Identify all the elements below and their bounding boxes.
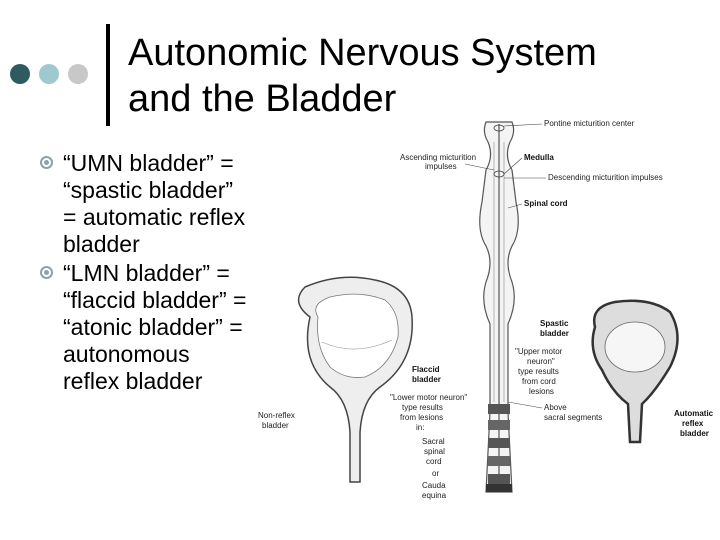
- bullet-text-line: = automatic reflex: [63, 204, 246, 230]
- label-automatic-bladder-3: bladder: [680, 429, 709, 438]
- label-cauda-equina-2: equina: [422, 491, 447, 500]
- bullet-list: “UMN bladder” = “spastic bladder” = auto…: [40, 150, 290, 397]
- label-sacral-cord-2: spinal: [424, 447, 445, 456]
- label-flaccid-bladder-2: bladder: [412, 375, 441, 384]
- label-or: or: [432, 469, 439, 478]
- label-umn-type-5: lesions: [529, 387, 554, 396]
- bullet-text-line: “flaccid bladder” =: [63, 287, 247, 313]
- slide-title-line-2: and the Bladder: [128, 78, 397, 120]
- label-umn-type-2: neuron": [527, 357, 555, 366]
- label-spastic-bladder-2: bladder: [540, 329, 569, 338]
- decorative-dot-dark: [10, 64, 30, 84]
- bullet-ring-icon: [40, 266, 53, 279]
- label-umn-type-3: type results: [518, 367, 559, 376]
- label-automatic-bladder-2: reflex: [682, 419, 704, 428]
- label-nonreflex-bladder: Non-reflex: [258, 411, 295, 420]
- pontine-center-marker: [493, 124, 505, 132]
- label-lmn-type-3: from lesions: [400, 413, 443, 422]
- bullet-ring-icon: [40, 156, 53, 169]
- decorative-dot-grey: [68, 64, 88, 84]
- decorative-dots: [10, 64, 88, 84]
- label-descending-impulses: Descending micturition impulses: [548, 173, 663, 182]
- label-sacral-cord: Sacral: [422, 437, 445, 446]
- sacral-segment-band: [488, 456, 510, 466]
- bullet-text-line: “UMN bladder” =: [63, 150, 234, 176]
- label-umn-type: "Upper motor: [515, 347, 563, 356]
- label-cauda-equina: Cauda: [422, 481, 446, 490]
- label-medulla: Medulla: [524, 153, 554, 162]
- bullet-text-line: “atonic bladder” =: [63, 314, 243, 340]
- sacral-segment-band: [488, 438, 510, 448]
- bullet-text-line: “LMN bladder” =: [63, 260, 230, 286]
- flaccid-bladder-illustration: [297, 276, 413, 483]
- bullet-text-line: “spastic bladder”: [63, 177, 234, 203]
- label-lmn-type-4: in:: [416, 423, 424, 432]
- slide-title: Autonomic Nervous System and the Bladder: [128, 30, 597, 122]
- label-pontine-center: Pontine micturition center: [544, 119, 635, 128]
- label-lmn-type-2: type results: [402, 403, 443, 412]
- automatic-bladder-illustration: [591, 299, 679, 444]
- sacral-segment-band: [488, 404, 510, 414]
- slide-title-line-1: Autonomic Nervous System: [128, 32, 597, 74]
- bladder-innervation-diagram: Pontine micturition center Ascending mic…: [258, 119, 714, 500]
- label-lmn-type: "Lower motor neuron": [390, 393, 467, 402]
- label-automatic-bladder: Automatic: [674, 409, 714, 418]
- bullet-item-umn: “UMN bladder” = “spastic bladder” = auto…: [40, 150, 290, 258]
- bullet-item-lmn: “LMN bladder” = “flaccid bladder” = “ato…: [40, 260, 290, 395]
- sacral-segment-band: [488, 474, 510, 484]
- label-spastic-bladder: Spastic: [540, 319, 569, 328]
- label-nonreflex-bladder-2: bladder: [262, 421, 289, 430]
- decorative-dot-light: [39, 64, 59, 84]
- label-above-sacral: Above: [544, 403, 567, 412]
- bullet-text-line: autonomous: [63, 341, 190, 367]
- label-spinal-cord: Spinal cord: [524, 199, 568, 208]
- label-ascending-impulses-2: impulses: [425, 162, 457, 171]
- title-divider: [106, 24, 110, 126]
- label-ascending-impulses: Ascending micturition: [400, 153, 476, 162]
- label-flaccid-bladder: Flaccid: [412, 365, 440, 374]
- sacral-segment-band: [488, 420, 510, 430]
- bullet-text-line: bladder: [63, 231, 140, 257]
- label-umn-type-4: from cord: [522, 377, 556, 386]
- label-above-sacral-2: sacral segments: [544, 413, 602, 422]
- cauda-equina-band: [486, 484, 512, 492]
- label-sacral-cord-3: cord: [426, 457, 442, 466]
- bullet-text-line: reflex bladder: [63, 368, 203, 394]
